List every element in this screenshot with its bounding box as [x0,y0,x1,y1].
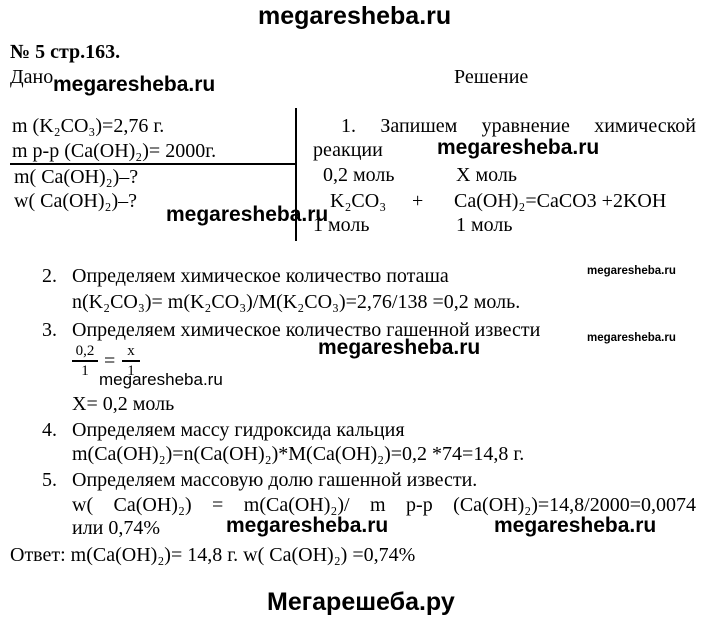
fraction-denominator: 1 [81,362,89,379]
watermark-inline: megaresheba.ru [226,514,389,537]
step1-word: химической [594,115,696,137]
step1-word: Запишем [380,115,458,137]
find-line-1: m( Ca(OH)₂)–? [14,166,139,188]
given-line-1: m (K₂CO₃)=2,76 г. [12,115,165,137]
step3-num: 3. [42,319,57,341]
fraction-bar [122,360,140,362]
eq-left: K₂CO₃ [330,190,387,212]
fraction-left: 0,2 1 [72,343,98,379]
watermark-inline: megaresheba.ru [166,203,329,226]
step3-result: X= 0,2 моль [72,393,175,415]
given-divider [10,163,296,165]
watermark-inline: megaresheba.ru [437,136,600,159]
step5-word: m [370,494,386,516]
watermark-thin: megaresheba.ru [99,370,223,389]
eq-right: Ca(OH)₂=CaCO3 +2KOH [454,190,667,212]
step5-title: Определяем массовую долю гашенной извест… [72,469,478,491]
fraction-right: x 1 [122,343,140,379]
fraction-equals: = [104,350,116,372]
given-label: Дано [10,66,54,88]
fraction-bar [72,360,98,362]
step5-word: (Ca(OH)₂)=14,8/2000=0,0074 [453,494,696,516]
step2-body: n(K₂CO₃)= m(K₂CO₃)/M(K₂CO₃)=2,76/138 =0,… [72,291,521,313]
step5-word: = [212,494,224,516]
eq-bot-left: 1 моль [313,214,370,236]
step1-word: уравнение [481,115,570,137]
eq-top-left: 0,2 моль [323,164,395,186]
step4-num: 4. [42,419,57,441]
watermark-inline: megaresheba.ru [53,73,216,96]
watermark-bottom: Мегарешеба.ру [267,588,455,616]
step5-word: w( [72,494,94,516]
step5-num: 5. [42,469,57,491]
fraction-denominator: 1 [127,362,135,379]
task-number: № 5 стр.163. [10,41,121,63]
step4-body: m(Ca(OH)₂)=n(Ca(OH)₂)*M(Ca(OH)₂)=0,2 *74… [72,443,525,465]
given-solution-divider [295,108,297,241]
step4-title: Определяем массу гидроксида кальция [72,419,405,441]
given-line-2: m р-р (Ca(OH)₂)= 2000г. [12,140,217,162]
find-line-2: w( Ca(OH)₂)–? [14,190,138,212]
step5-word: р-р [406,494,433,516]
eq-top-right: X моль [456,164,517,186]
step5-body2: или 0,74% [72,517,161,539]
step1-line2: реакции [313,139,383,161]
step2-num: 2. [42,265,57,287]
step5-word: m(Ca(OH)₂)/ [243,494,350,516]
step1-line1: 1. Запишем уравнение химической [341,115,696,137]
solution-label: Решение [454,66,529,88]
step5-word: Ca(OH)₂) [113,494,192,516]
step2-title: Определяем химическое количество поташа [72,265,449,287]
watermark-inline: megaresheba.ru [318,336,481,359]
answer: Ответ: m(Ca(OH)₂)= 14,8 г. w( Ca(OH)₂) =… [10,544,416,566]
eq-bot-right: 1 моль [456,214,513,236]
step5-body: w( Ca(OH)₂) = m(Ca(OH)₂)/ m р-р (Ca(OH)₂… [72,494,696,516]
watermark-small: megaresheba.ru [587,332,676,344]
watermark-top: megaresheba.ru [258,2,452,30]
watermark-inline: megaresheba.ru [494,514,657,537]
step3-title: Определяем химическое количество гашенно… [72,319,541,341]
fraction-numerator: 0,2 [75,343,95,359]
fraction-numerator: x [127,343,135,359]
step1-word: 1. [341,115,356,137]
eq-plus: + [412,190,424,212]
watermark-small: megaresheba.ru [587,265,676,277]
